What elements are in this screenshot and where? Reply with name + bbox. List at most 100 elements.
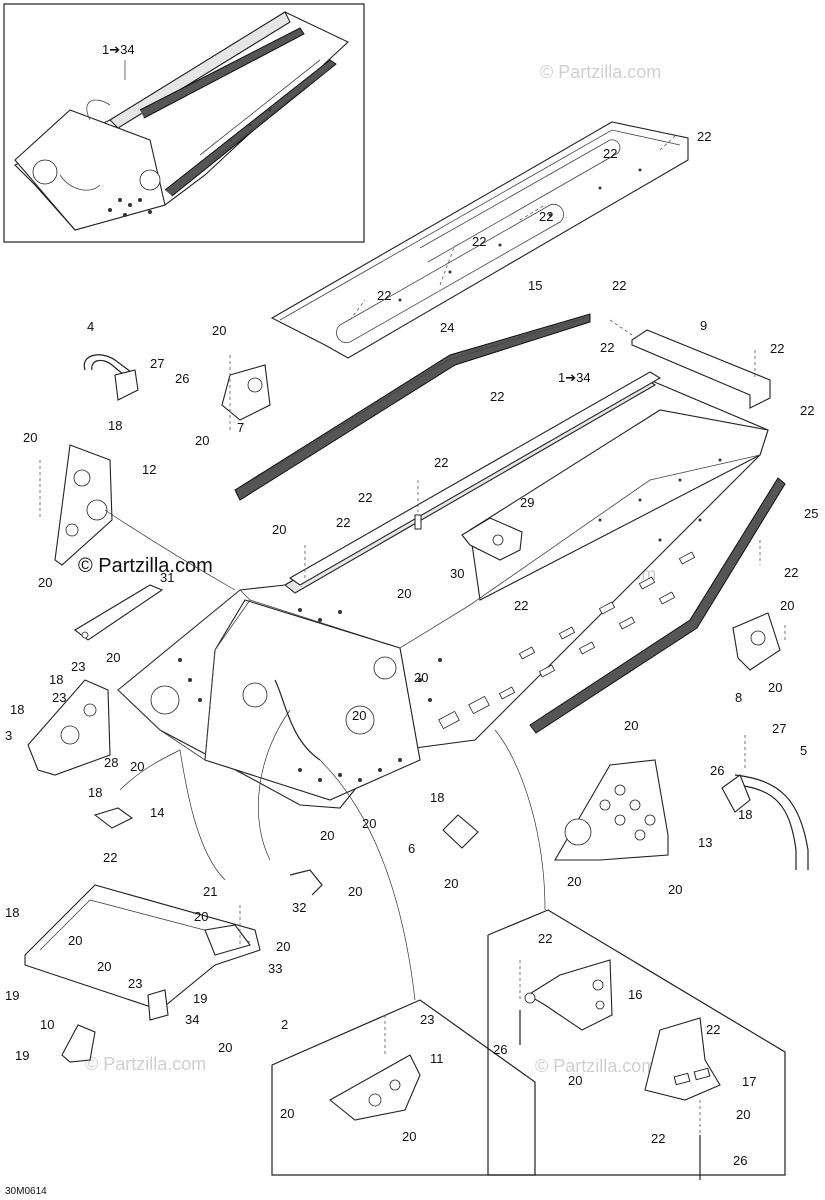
callout-27-b: 27 [772, 721, 786, 736]
callout-20-q: 20 [624, 718, 638, 733]
callout-22-i: 22 [800, 403, 814, 418]
callout-20-e: 20 [272, 522, 286, 537]
callout-13: 13 [698, 835, 712, 850]
callout-17: 17 [742, 1074, 756, 1089]
callout-33: 33 [268, 961, 282, 976]
inset-overview: 1➔34 [3, 3, 365, 243]
callout-22-p: 22 [103, 850, 117, 865]
callout-4: 4 [87, 319, 94, 334]
callout-8: 8 [735, 690, 742, 705]
callout-10: 10 [40, 1017, 54, 1032]
callout-19-b: 19 [193, 991, 207, 1006]
callout-20-u: 20 [276, 939, 290, 954]
part-6-bracket [442, 814, 479, 849]
part-25-rail [529, 477, 786, 734]
callout-19-a: 19 [5, 988, 19, 1003]
inset-label: 1➔34 [102, 42, 135, 57]
callout-20-k: 20 [352, 708, 366, 723]
part-34-lower-bracket [24, 884, 261, 1021]
watermark-top-right: © Partzilla.com [540, 62, 661, 82]
callout-22-g: 22 [600, 340, 614, 355]
callout-20-h: 20 [106, 650, 120, 665]
part-29-30-bracket [414, 514, 523, 561]
callout-20-m: 20 [362, 816, 376, 831]
callout-5: 5 [800, 743, 807, 758]
callout-23-c: 23 [128, 976, 142, 991]
part-7-bracket [221, 364, 271, 421]
callout-24: 24 [440, 320, 454, 335]
callout-20-c: 20 [23, 430, 37, 445]
callout-26-a: 26 [175, 371, 189, 386]
callout-20-d: 20 [38, 575, 52, 590]
callout-30: 30 [450, 566, 464, 581]
callout-20-a: 20 [212, 323, 226, 338]
callout-7: 7 [237, 420, 244, 435]
callout-20-j: 20 [130, 759, 144, 774]
callout-labels: 22 22 22 22 15 22 22 9 22 22 22 4 27 26 … [5, 129, 818, 1168]
callout-20-p: 20 [348, 884, 362, 899]
callout-22-a: 22 [697, 129, 711, 144]
callout-29: 29 [520, 495, 534, 510]
callout-23-d: 23 [420, 1012, 434, 1027]
callout-23-b: 23 [52, 690, 66, 705]
inset-part-11 [271, 999, 536, 1176]
part-31-bracket [74, 584, 164, 641]
callout-20-v: 20 [68, 933, 82, 948]
callout-18-b: 18 [49, 672, 63, 687]
callout-6: 6 [408, 841, 415, 856]
part-9-bracket [609, 319, 771, 409]
callout-3: 3 [5, 728, 12, 743]
callout-18-d: 18 [88, 785, 102, 800]
callout-20-w: 20 [97, 959, 111, 974]
diagram-code: 30M0614 [5, 1186, 47, 1197]
watermark-main: © Partzilla.com [78, 555, 213, 577]
callout-26-b: 26 [710, 763, 724, 778]
callout-15: 15 [528, 278, 542, 293]
callout-20-aa: 20 [568, 1073, 582, 1088]
callout-2: 2 [281, 1017, 288, 1032]
part-32-clip [289, 869, 323, 896]
callout-28: 28 [104, 755, 118, 770]
callout-1-34: 1➔34 [558, 370, 591, 385]
part-10-bracket [61, 1024, 96, 1063]
callout-22-n: 22 [336, 515, 350, 530]
part-14-bracket [93, 807, 134, 829]
callout-20-ab: 20 [736, 1107, 750, 1122]
callout-34: 34 [185, 1012, 199, 1027]
callout-20-i: 20 [768, 680, 782, 695]
callout-20-r: 20 [567, 874, 581, 889]
callout-20-o: 20 [444, 876, 458, 891]
callout-22-o: 22 [784, 565, 798, 580]
fastener-guides [39, 134, 786, 1135]
callout-22-s: 22 [651, 1131, 665, 1146]
callout-20-n: 20 [320, 828, 334, 843]
part-24-rail [234, 313, 591, 501]
callout-22-k: 22 [434, 455, 448, 470]
part-4-handle [83, 354, 139, 401]
callout-27-a: 27 [150, 356, 164, 371]
main-tunnel-frame [117, 371, 769, 809]
callout-22-c: 22 [539, 209, 553, 224]
callout-11: 11 [430, 1051, 444, 1066]
watermark-bottom-right: © Partzilla.com [535, 1056, 656, 1076]
watermark-bottom-left: © Partzilla.com [85, 1054, 206, 1074]
callout-23-a: 23 [71, 659, 85, 674]
callout-12: 12 [142, 462, 156, 477]
callout-22-j: 22 [490, 389, 504, 404]
callout-20-s: 20 [668, 882, 682, 897]
callout-20-t: 20 [194, 909, 208, 924]
callout-18-g: 18 [5, 905, 19, 920]
callout-20-g: 20 [780, 598, 794, 613]
callout-18-f: 18 [738, 807, 752, 822]
callout-22-e: 22 [377, 288, 391, 303]
callout-14: 14 [150, 805, 164, 820]
callout-18-a: 18 [108, 418, 122, 433]
callout-25: 25 [804, 506, 818, 521]
callout-26-c: 26 [493, 1042, 507, 1057]
part-12-side-plate [54, 444, 113, 566]
callout-20-l: 20 [414, 670, 428, 685]
part-15-cover-panel [270, 121, 689, 359]
callout-20-z: 20 [402, 1129, 416, 1144]
connector-leaders [104, 509, 546, 1001]
